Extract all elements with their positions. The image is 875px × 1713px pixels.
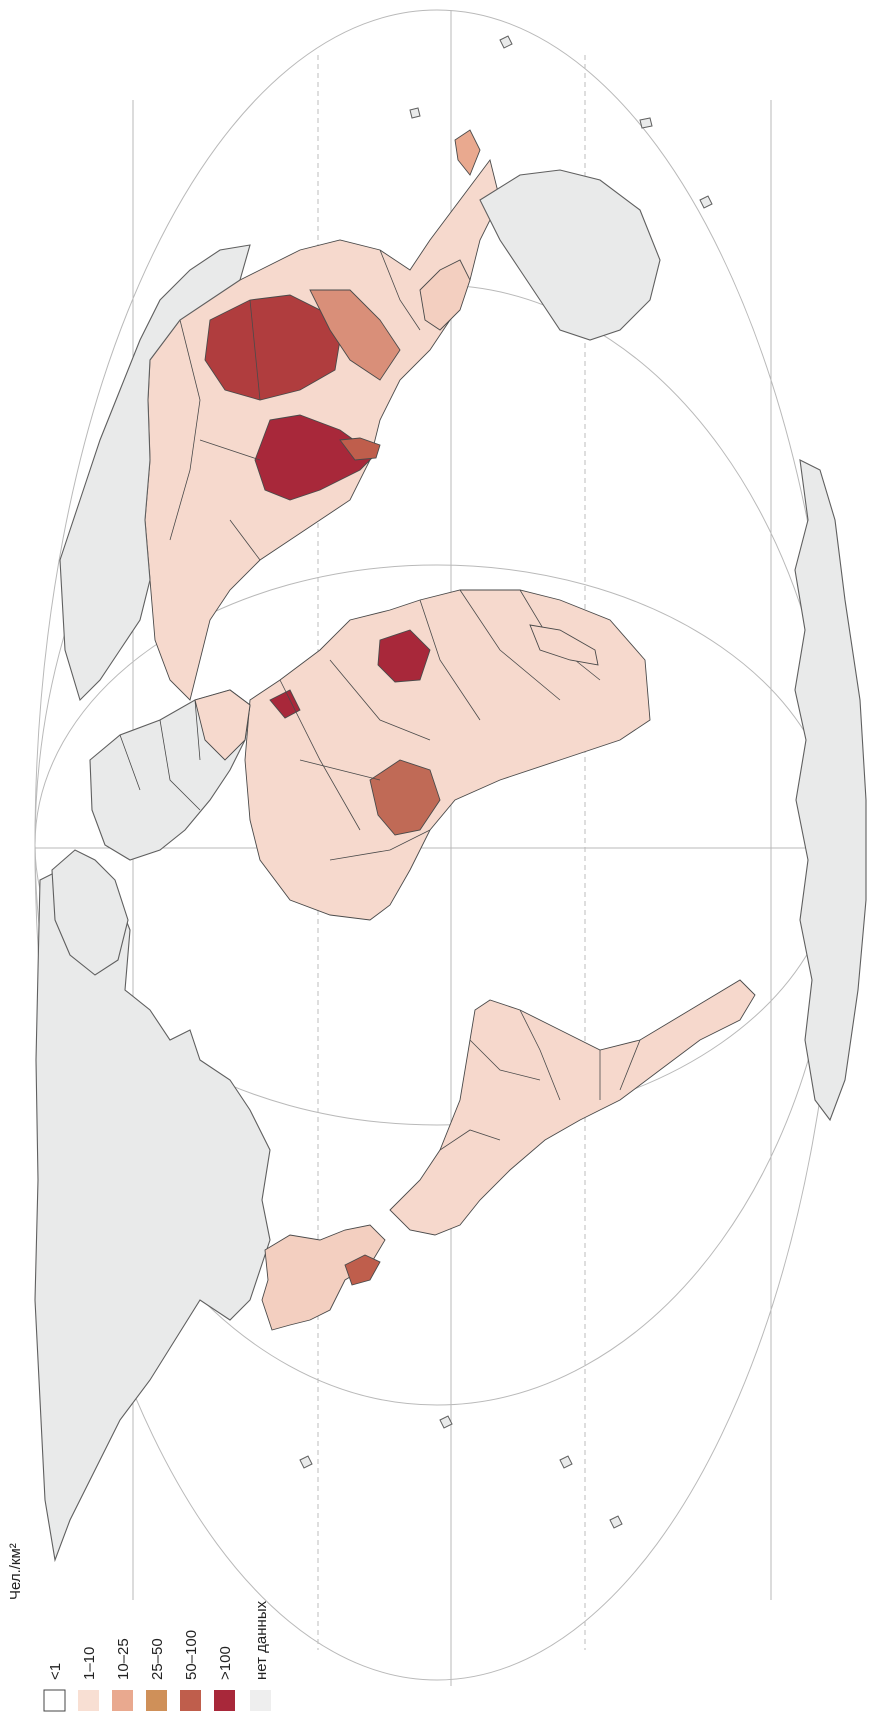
legend-swatch-1-10 (78, 1690, 99, 1711)
legend-label-nodata: нет данных (253, 1600, 270, 1680)
legend: Чел./км² <1 1–10 10–25 25–50 50–100 >100… (7, 1543, 271, 1712)
legend-swatch-10-25 (112, 1690, 133, 1711)
europe-borders (119, 699, 201, 811)
legend-title: Чел./км² (7, 1543, 24, 1600)
legend-label-25-50: 25–50 (149, 1638, 166, 1680)
central-america-dense (344, 1254, 381, 1286)
ethiopia-dense (369, 759, 441, 836)
southeast-asia (309, 289, 401, 381)
legend-label-10-25: 10–25 (115, 1638, 132, 1680)
asia-borders (169, 249, 421, 561)
antarctica (794, 459, 867, 1122)
nigeria-dense (377, 629, 431, 683)
legend-swatch-25-50 (146, 1690, 167, 1711)
nile-dense (269, 689, 301, 719)
pacific-islands (299, 35, 713, 1529)
philippines (454, 129, 481, 176)
indonesia (419, 259, 471, 331)
india-dense (254, 414, 376, 501)
madagascar (529, 624, 599, 666)
legend-swatch-nodata (250, 1690, 271, 1711)
japan (339, 437, 381, 461)
south-america-borders (439, 1009, 641, 1151)
greenland (51, 849, 129, 976)
russia (59, 244, 251, 702)
legend-swatch-50-100 (180, 1690, 201, 1711)
legend-label-50-100: 50–100 (183, 1630, 200, 1680)
australia (479, 169, 661, 341)
africa (244, 589, 651, 921)
china-dense (204, 294, 341, 401)
europe-east (194, 689, 251, 761)
south-america (389, 979, 756, 1236)
mexico-central-america (261, 1224, 386, 1331)
legend-label-gt100: >100 (217, 1646, 234, 1680)
legend-swatch-gt100 (214, 1690, 235, 1711)
legend-swatch-lt1 (43, 1689, 66, 1712)
legend-label-lt1: <1 (47, 1663, 64, 1680)
legend-title-text: Чел./км² (7, 1543, 24, 1600)
legend-label-1-10: 1–10 (81, 1647, 98, 1680)
north-america (34, 859, 271, 1563)
